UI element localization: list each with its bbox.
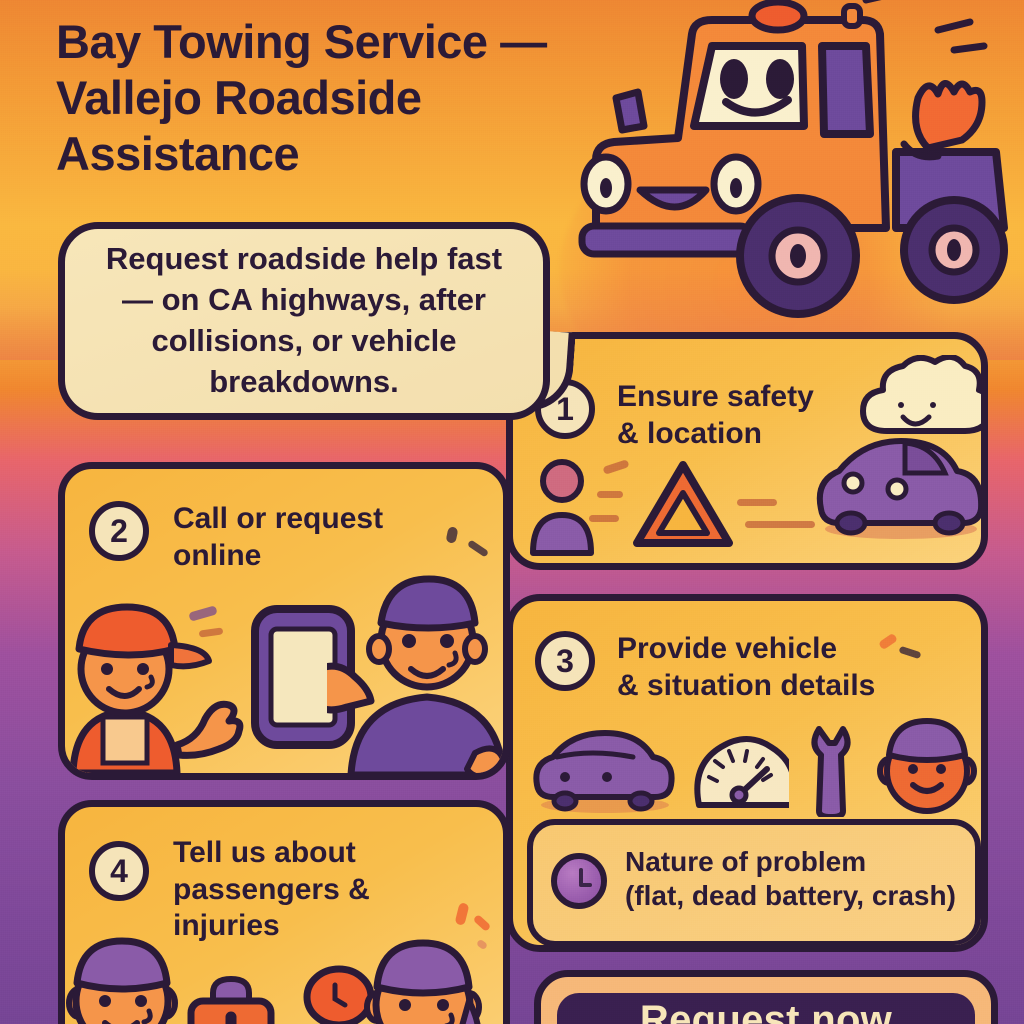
face-icon xyxy=(877,718,977,814)
nature-line-2: (flat, dead battery, crash) xyxy=(625,879,956,911)
first-aid-kit-icon xyxy=(187,976,275,1024)
step-number-badge-2: 2 xyxy=(89,501,149,561)
step-title-3: Provide vehicle & situation details xyxy=(617,631,957,704)
step-card-2[interactable]: 2 Call or request online xyxy=(58,462,510,780)
step-title-4-line-2: passengers & xyxy=(173,872,370,906)
tow-truck-character-icon xyxy=(578,0,1008,318)
mechanic-icon xyxy=(69,603,244,773)
spark-dash xyxy=(466,539,490,558)
page-title: Bay Towing Service — Vallejo Roadside As… xyxy=(56,14,666,182)
step-number-badge-3: 3 xyxy=(535,631,595,691)
step-title-1-line-2: & location xyxy=(617,416,763,450)
clock-icon xyxy=(551,853,607,909)
spark-dash xyxy=(445,526,459,544)
speech-bubble-text: Request roadside help fast — on CA highw… xyxy=(105,241,503,399)
title-line-2: Vallejo Roadside xyxy=(56,70,422,124)
motion-dash xyxy=(745,521,815,528)
motion-dash xyxy=(597,491,623,498)
step-title-3-line-2: & situation details xyxy=(617,668,876,702)
request-now-label: Request now xyxy=(557,993,975,1024)
man-icon xyxy=(66,937,178,1024)
person-icon xyxy=(530,459,594,556)
warning-triangle-icon xyxy=(633,461,733,547)
step-card-3[interactable]: 3 Provide vehicle & situation details xyxy=(506,594,988,952)
nature-of-problem-panel: Nature of problem (flat, dead battery, c… xyxy=(527,819,981,945)
step-title-3-line-1: Provide vehicle xyxy=(617,632,838,665)
step-title-4-line-1: Tell us about xyxy=(173,836,356,869)
gauge-icon xyxy=(694,736,789,808)
step-title-1-line-1: Ensure safety xyxy=(617,380,814,413)
car-icon xyxy=(533,730,675,813)
request-now-button[interactable]: Request now xyxy=(534,970,998,1024)
cloud-icon xyxy=(860,355,981,434)
wrench-icon xyxy=(811,726,851,817)
car-icon xyxy=(816,438,981,539)
motion-dash xyxy=(602,459,630,475)
step-card-4[interactable]: 4 Tell us about passengers & injuries xyxy=(58,800,510,1024)
nature-of-problem-text: Nature of problem (flat, dead battery, c… xyxy=(625,845,965,912)
speech-bubble: Request roadside help fast — on CA highw… xyxy=(58,222,550,420)
title-line-1: Bay Towing Service — xyxy=(56,15,547,68)
woman-icon xyxy=(364,939,482,1024)
motion-dash xyxy=(737,499,777,506)
step-title-2: Call or request online xyxy=(173,501,453,574)
step-title-1: Ensure safety & location xyxy=(617,379,917,452)
nature-line-1: Nature of problem xyxy=(625,846,867,877)
step-title-4-line-3: injuries xyxy=(173,909,280,943)
step-title-2-line-2: online xyxy=(173,538,262,572)
step-number-badge-4: 4 xyxy=(89,841,149,901)
step-title-2-line-1: Call or request xyxy=(173,502,384,535)
motion-dash xyxy=(589,515,619,522)
step-title-4: Tell us about passengers & injuries xyxy=(173,835,463,945)
title-line-3: Assistance xyxy=(56,126,300,180)
step-card-1[interactable]: 1 Ensure safety & location xyxy=(506,332,988,570)
customer-icon xyxy=(327,575,503,773)
